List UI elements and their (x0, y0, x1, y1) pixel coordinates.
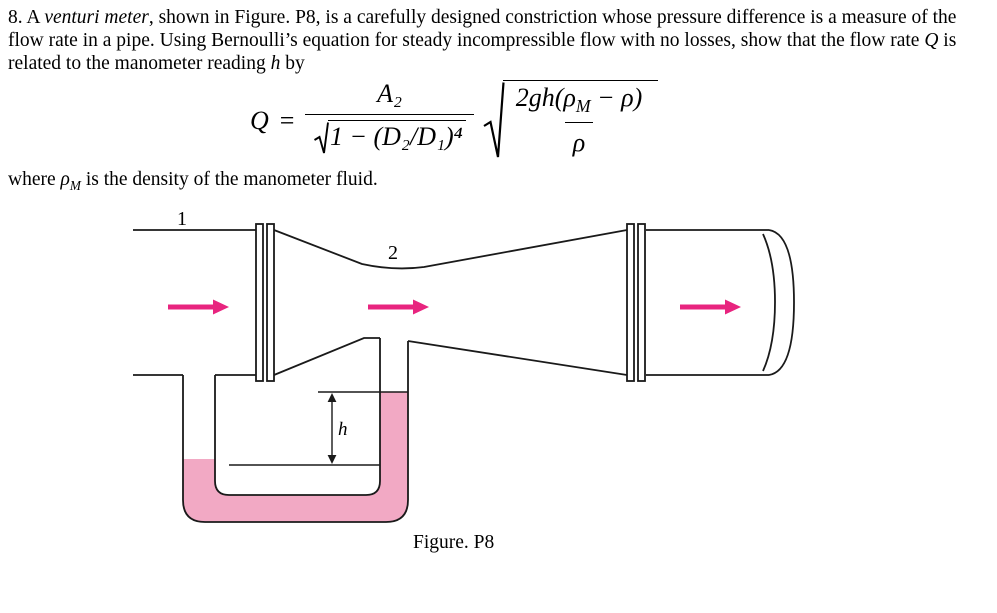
h-arrow-head-up-icon (327, 392, 337, 402)
right-flange-bar-2 (637, 222, 646, 382)
left-flange-bar-1 (255, 222, 264, 382)
where-text-pre: where (8, 169, 61, 190)
frac1-numerator: A₂ (377, 79, 403, 108)
manometer-outer-wall (182, 340, 409, 523)
level-lines (229, 391, 408, 466)
frac2-num-subscript: M (575, 96, 591, 117)
rho-subscript: M (70, 178, 81, 193)
frac2-num-text-b: − ρ) (590, 83, 643, 112)
rho-subscript-letter: M (69, 177, 81, 193)
frac1-denominator: 1 − (D₂/D₁)⁴ (305, 114, 474, 163)
venturi-meter-diagram: 1 2 h Figure. P8 (133, 208, 795, 553)
eq-equals-sign: = (279, 106, 295, 135)
flow-arrow-outlet-icon (680, 299, 741, 315)
manometer-inner-wall (214, 337, 381, 496)
textbook-page: { "problem": { "intro_a": "8. A ", "intr… (0, 6, 997, 613)
big-radicand: 2gh(ρM − ρ) ρ (502, 80, 659, 158)
h-dimension-arrow (327, 392, 337, 464)
converging-bottom (273, 336, 380, 376)
label-section-1: 1 (177, 208, 187, 230)
left-flange-bar-2 (266, 222, 275, 382)
problem-text-d: by (280, 53, 305, 74)
flanges (255, 222, 646, 382)
problem-statement: 8. A venturi meter, shown in Figure. P8,… (8, 6, 986, 75)
label-section-2: 2 (388, 242, 398, 264)
frac2-numerator: 2gh(ρM − ρ) (508, 83, 651, 122)
eq-lhs: Q (250, 106, 269, 135)
where-clause: where ρM is the density of the manometer… (8, 169, 987, 194)
venturi-top-profile (273, 229, 628, 270)
variable-h: h (270, 53, 281, 74)
frac2-num-text-a: 2gh(ρ (515, 83, 576, 112)
label-h: h (338, 419, 348, 440)
pipe-end-outer-curve (768, 229, 795, 376)
flow-arrow-throat-icon (368, 299, 429, 315)
manometer-fluid (183, 391, 408, 522)
h-arrow-head-down-icon (327, 454, 337, 464)
rho-symbol: ρ (60, 169, 70, 190)
frac1-radicand: 1 − (D₂/D₁)⁴ (327, 120, 466, 152)
flow-rate-equation: Q = A₂ 1 − (D₂/D₁)⁴ 2gh(ρM − ρ) ρ (250, 79, 659, 163)
radical-sign-icon (314, 122, 330, 154)
frac1-sqrt: 1 − (D₂/D₁)⁴ (313, 120, 466, 156)
frac2-denominator: ρ (564, 122, 594, 158)
eq-manometer-sqrt: 2gh(ρM − ρ) ρ (482, 80, 659, 162)
big-radical-sign-icon (483, 82, 505, 158)
eq-area-fraction: A₂ 1 − (D₂/D₁)⁴ (305, 79, 474, 163)
pipe-end-inner-curve (762, 233, 776, 372)
right-flange-bar-1 (626, 222, 635, 382)
where-text-post: is the density of the manometer fluid. (80, 169, 378, 190)
pipe-outlines (133, 228, 795, 523)
figure-caption: Figure. P8 (413, 532, 494, 553)
manometer-fraction: 2gh(ρM − ρ) ρ (508, 83, 651, 158)
figure-p8: 1 2 h Figure. P8 (0, 204, 997, 561)
problem-text-b: , shown in Figure. P8, is a carefully de… (8, 7, 957, 51)
problem-text-a: 8. A (8, 7, 45, 28)
h-arrow-heads (327, 392, 337, 464)
flow-arrow-inlet-icon (168, 299, 229, 315)
problem-term-venturi: venturi meter (44, 7, 149, 28)
variable-q: Q (924, 30, 939, 51)
flow-arrows (168, 299, 741, 315)
problem-text-c: is related to the manometer reading (8, 30, 957, 74)
diverging-bottom (407, 340, 628, 376)
